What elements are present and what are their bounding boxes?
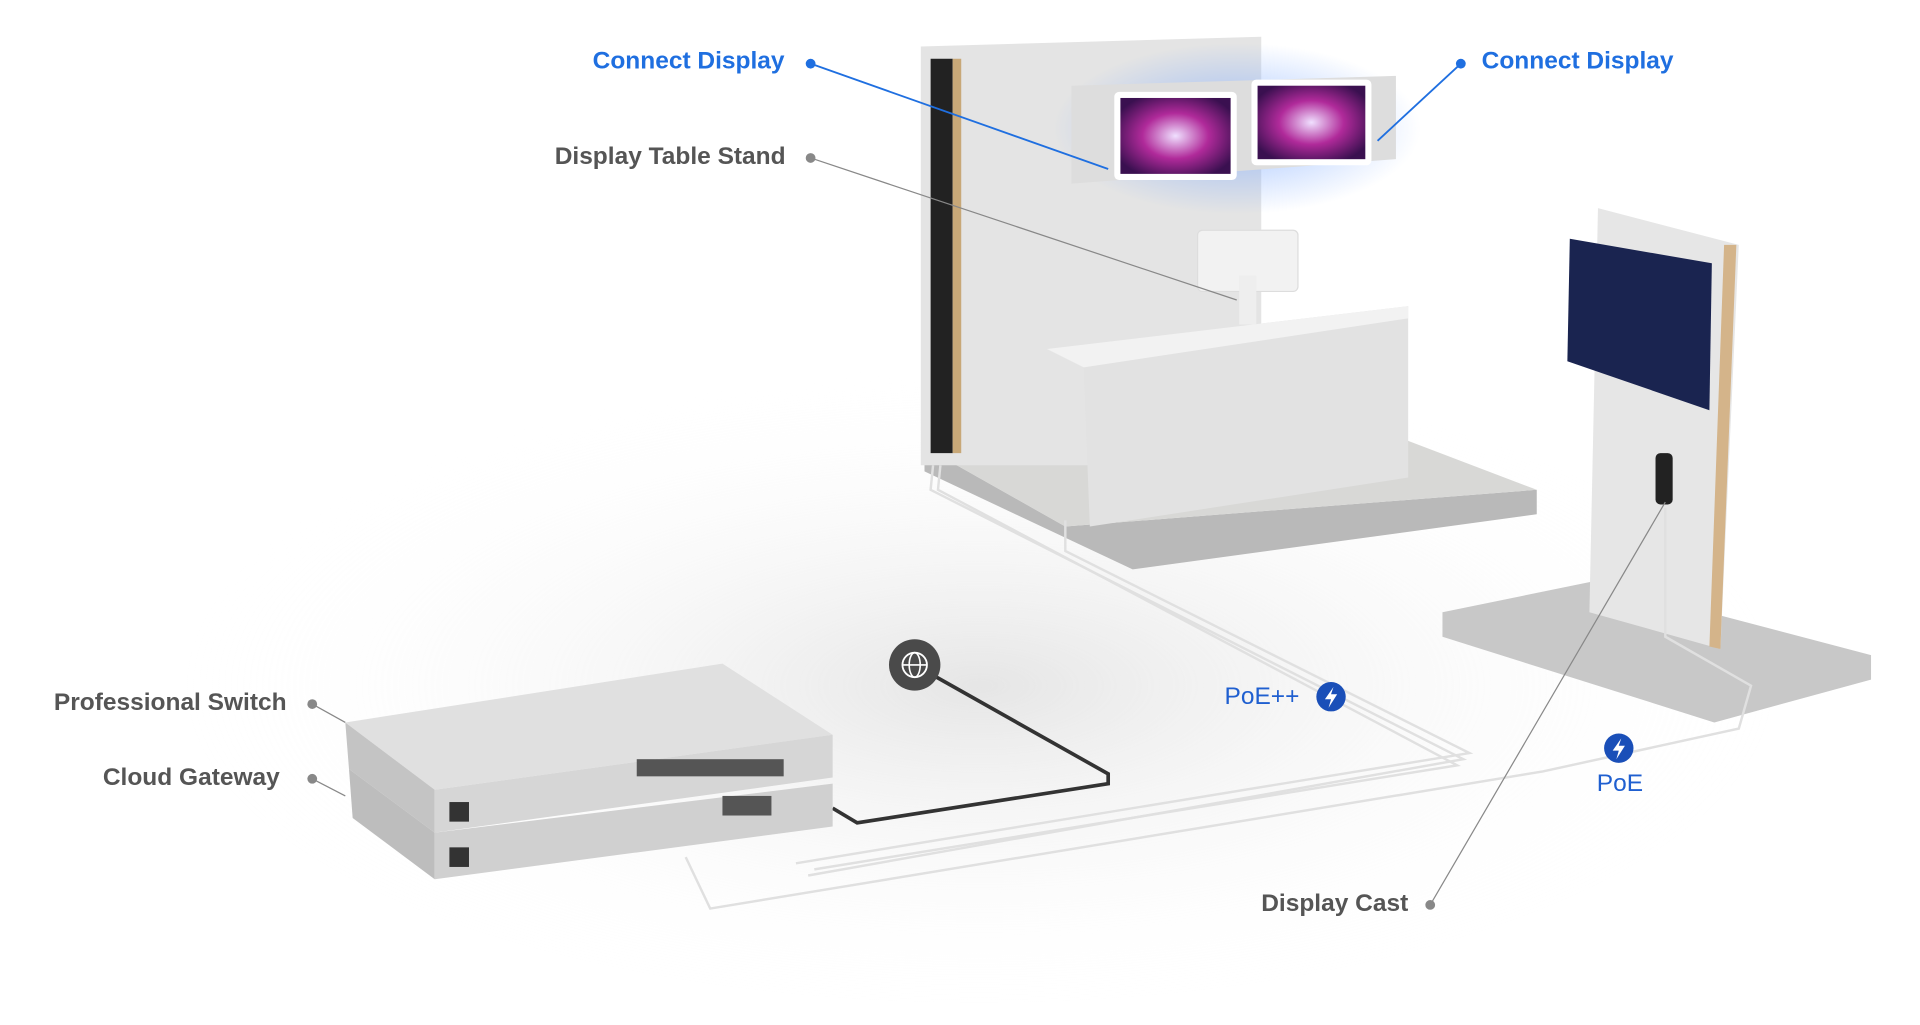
poe-label: PoE bbox=[1596, 770, 1644, 798]
display-cast-label: Display Cast bbox=[1261, 890, 1409, 918]
cloud-gateway-label: Cloud Gateway bbox=[102, 764, 280, 792]
professional-switch-label: Professional Switch bbox=[53, 689, 287, 717]
display-table-stand-label: Display Table Stand bbox=[554, 143, 786, 171]
poe-plus-plus-label: PoE++ bbox=[1224, 683, 1300, 711]
totem bbox=[1442, 208, 1872, 723]
lightning-icon bbox=[1316, 682, 1346, 712]
network-rack bbox=[345, 663, 833, 880]
connect-display-right-label: Connect Display bbox=[1481, 47, 1674, 75]
internet-cable bbox=[831, 663, 1111, 825]
display-cast-device bbox=[1655, 453, 1673, 505]
globe-icon bbox=[888, 639, 941, 691]
booth bbox=[920, 36, 1537, 570]
cables bbox=[684, 465, 1753, 910]
lightning-icon bbox=[1604, 733, 1634, 763]
connect-display-left-label: Connect Display bbox=[592, 47, 785, 75]
